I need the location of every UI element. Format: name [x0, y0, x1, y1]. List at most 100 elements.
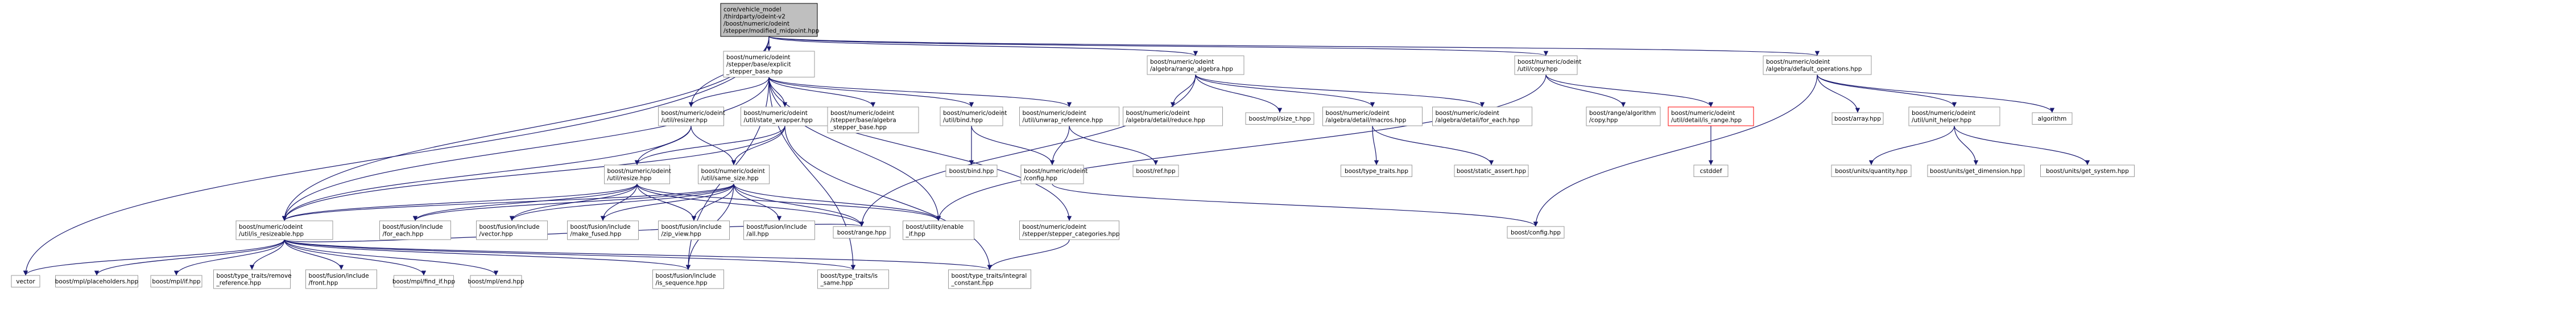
node-box	[1586, 106, 1661, 126]
node-box	[1341, 164, 1412, 177]
graph-node-state-wrapper[interactable]: boost/numeric/odeint/util/state_wrapper.…	[741, 106, 829, 126]
node-label-line: boost/numeric/odeint	[1518, 59, 1581, 65]
graph-node-stepper-categories[interactable]: boost/numeric/odeint/stepper/stepper_cat…	[1019, 220, 1120, 240]
graph-node-range-hpp[interactable]: boost/range.hpp	[833, 226, 891, 238]
node-label-line: boost/numeric/odeint	[1023, 110, 1086, 117]
graph-node-type-traits[interactable]: boost/type_traits.hpp	[1341, 164, 1412, 177]
graph-node-fusion-zip-view[interactable]: boost/fusion/include/zip_view.hpp	[658, 220, 730, 240]
graph-node-mpl-end[interactable]: boost/mpl/end.hpp	[468, 275, 524, 287]
edge-explicit-stepper-base-to-util-bind	[768, 77, 974, 108]
node-label-line: /all.hpp	[747, 231, 769, 238]
node-box	[723, 51, 815, 77]
graph-node-range-algebra[interactable]: boost/numeric/odeint/algebra/range_algeb…	[1147, 55, 1244, 75]
node-label-line: _if.hpp	[905, 231, 926, 238]
node-label-line: boost/bind.hpp	[949, 168, 994, 175]
graph-node-boost-ref[interactable]: boost/ref.hpp	[1132, 164, 1179, 177]
graph-node-mpl-if[interactable]: boost/mpl/if.hpp	[150, 275, 202, 287]
node-box	[1132, 164, 1179, 177]
node-label-line: boost/fusion/include	[747, 224, 807, 230]
edge-default-operations-to-algorithm	[1817, 74, 2055, 113]
node-label-line: /front.hpp	[309, 280, 338, 287]
node-label-line: boost/units/get_dimension.hpp	[1930, 168, 2023, 175]
node-label-line: /util/same_size.hpp	[701, 175, 759, 182]
node-label-line: /algebra/detail/macros.hpp	[1326, 117, 1407, 124]
graph-node-static-assert[interactable]: boost/static_assert.hpp	[1454, 164, 1529, 177]
graph-node-is-range[interactable]: boost/numeric/odeint/util/detail/is_rang…	[1668, 106, 1754, 126]
graph-node-algebra-stepper-base[interactable]: boost/numeric/odeint/stepper/base/algebr…	[827, 106, 919, 133]
graph-node-unwrap-reference[interactable]: boost/numeric/odeint/util/unwrap_referen…	[1019, 106, 1119, 126]
node-box	[940, 106, 1003, 126]
graph-node-remove-reference[interactable]: boost/type_traits/remove_reference.hpp	[213, 269, 292, 289]
graph-node-array[interactable]: boost/array.hpp	[1831, 112, 1884, 125]
edge-explicit-stepper-base-to-is-same	[768, 77, 856, 270]
graph-node-boost-bind[interactable]: boost/bind.hpp	[945, 164, 998, 177]
node-box	[1908, 106, 2000, 126]
node-box	[1147, 55, 1244, 75]
node-label-line: /util/unit_helper.hpp	[1912, 117, 1971, 124]
node-label-line: /stepper/base/algebra	[830, 117, 896, 124]
graph-node-units-get-system[interactable]: boost/units/get_system.hpp	[2040, 164, 2135, 177]
graph-node-boost-config[interactable]: boost/config.hpp	[1507, 226, 1565, 238]
graph-node-enable-if[interactable]: boost/utility/enable_if.hpp	[903, 220, 974, 240]
graph-node-fusion-is-sequence[interactable]: boost/fusion/include/is_sequence.hpp	[652, 269, 724, 289]
graph-node-cstddef[interactable]: cstddef	[1693, 164, 1729, 177]
graph-node-units-quantity[interactable]: boost/units/quantity.hpp	[1831, 164, 1912, 177]
graph-node-explicit-stepper-base[interactable]: boost/numeric/odeint/stepper/base/explic…	[723, 51, 815, 77]
graph-node-fusion-for-each[interactable]: boost/fusion/include/for_each.hpp	[379, 220, 451, 240]
node-label-line: /config.hpp	[1024, 175, 1057, 182]
graph-node-is-resizeable[interactable]: boost/numeric/odeint/util/is_resizeable.…	[235, 220, 333, 240]
graph-node-integral-constant[interactable]: boost/type_traits/integral_constant.hpp	[948, 269, 1031, 289]
node-box	[1019, 106, 1119, 126]
node-label-line: algorithm	[2038, 116, 2067, 122]
node-label-line: boost/numeric/odeint	[1912, 110, 1975, 117]
node-box	[817, 269, 889, 289]
edge-is-resizeable-to-fusion-is-sequence	[284, 239, 690, 270]
graph-node-range-algorithm-copy[interactable]: boost/range/algorithm/copy.hpp	[1586, 106, 1661, 126]
node-box	[1432, 106, 1532, 126]
node-label-line: boost/numeric/odeint	[701, 168, 765, 175]
graph-node-fusion-make-fused[interactable]: boost/fusion/include/make_fused.hpp	[567, 220, 639, 240]
graph-node-root[interactable]: core/vehicle_model/thirdparty/odeint-v2/…	[720, 3, 820, 37]
graph-node-detail-macros[interactable]: boost/numeric/odeint/algebra/detail/macr…	[1322, 106, 1423, 126]
edge-util-resize-to-fusion-for-each	[412, 183, 638, 221]
edge-explicit-stepper-base-to-unwrap-reference	[768, 76, 1072, 108]
graph-node-mpl-find-if[interactable]: boost/mpl/find_if.hpp	[392, 275, 456, 287]
node-box	[658, 220, 730, 240]
node-label-line: /algebra/detail/reduce.hpp	[1126, 117, 1206, 124]
graph-node-mpl-placeholders[interactable]: boost/mpl/placeholders.hpp	[55, 275, 139, 287]
graph-node-vector[interactable]: vector	[11, 275, 40, 287]
node-label-line: /algebra/detail/for_each.hpp	[1436, 117, 1520, 124]
graph-node-fusion-all[interactable]: boost/fusion/include/all.hpp	[743, 220, 815, 240]
graph-node-mpl-size-t[interactable]: boost/mpl/size_t.hpp	[1245, 112, 1314, 125]
graph-node-fusion-vector[interactable]: boost/fusion/include/vector.hpp	[476, 220, 548, 240]
node-label-line: _stepper_base.hpp	[726, 68, 783, 75]
graph-node-detail-reduce[interactable]: boost/numeric/odeint/algebra/detail/redu…	[1123, 106, 1223, 126]
node-box	[948, 269, 1031, 289]
edge-explicit-stepper-base-to-stepper-categories	[768, 77, 1072, 221]
edge-range-algebra-to-range-hpp	[859, 74, 1196, 227]
node-box	[741, 106, 829, 126]
node-label-line: boost/fusion/include	[656, 273, 716, 279]
node-label-line: boost/numeric/odeint	[607, 168, 671, 175]
node-box	[1123, 106, 1223, 126]
graph-node-unit-helper[interactable]: boost/numeric/odeint/util/unit_helper.hp…	[1908, 106, 2000, 126]
node-label-line: boost/numeric/odeint	[943, 110, 1007, 117]
graph-node-util-resize[interactable]: boost/numeric/odeint/util/resize.hpp	[604, 164, 671, 184]
graph-node-same-size[interactable]: boost/numeric/odeint/util/same_size.hpp	[698, 164, 770, 184]
edge-root-to-range-algebra	[768, 36, 1198, 56]
graph-node-units-get-dimension[interactable]: boost/units/get_dimension.hpp	[1927, 164, 2025, 177]
node-label-line: /util/bind.hpp	[943, 117, 983, 124]
node-box	[945, 164, 998, 177]
node-label-line: boost/type_traits/integral	[952, 273, 1027, 279]
graph-node-algorithm[interactable]: algorithm	[2032, 112, 2073, 125]
graph-node-fusion-front[interactable]: boost/fusion/include/front.hpp	[305, 269, 377, 289]
graph-node-odeint-config[interactable]: boost/numeric/odeint/config.hpp	[1020, 164, 1088, 184]
node-label-line: _constant.hpp	[951, 280, 994, 287]
graph-node-is-same[interactable]: boost/type_traits/is_same.hpp	[817, 269, 889, 289]
graph-node-util-resizer[interactable]: boost/numeric/odeint/util/resizer.hpp	[658, 106, 725, 126]
graph-node-util-copy[interactable]: boost/numeric/odeint/util/copy.hpp	[1514, 55, 1581, 75]
graph-node-default-operations[interactable]: boost/numeric/odeint/algebra/default_ope…	[1763, 55, 1872, 75]
graph-node-detail-for-each[interactable]: boost/numeric/odeint/algebra/detail/for_…	[1432, 106, 1532, 126]
node-label-line: /util/unwrap_reference.hpp	[1023, 117, 1103, 124]
graph-node-util-bind[interactable]: boost/numeric/odeint/util/bind.hpp	[940, 106, 1007, 126]
